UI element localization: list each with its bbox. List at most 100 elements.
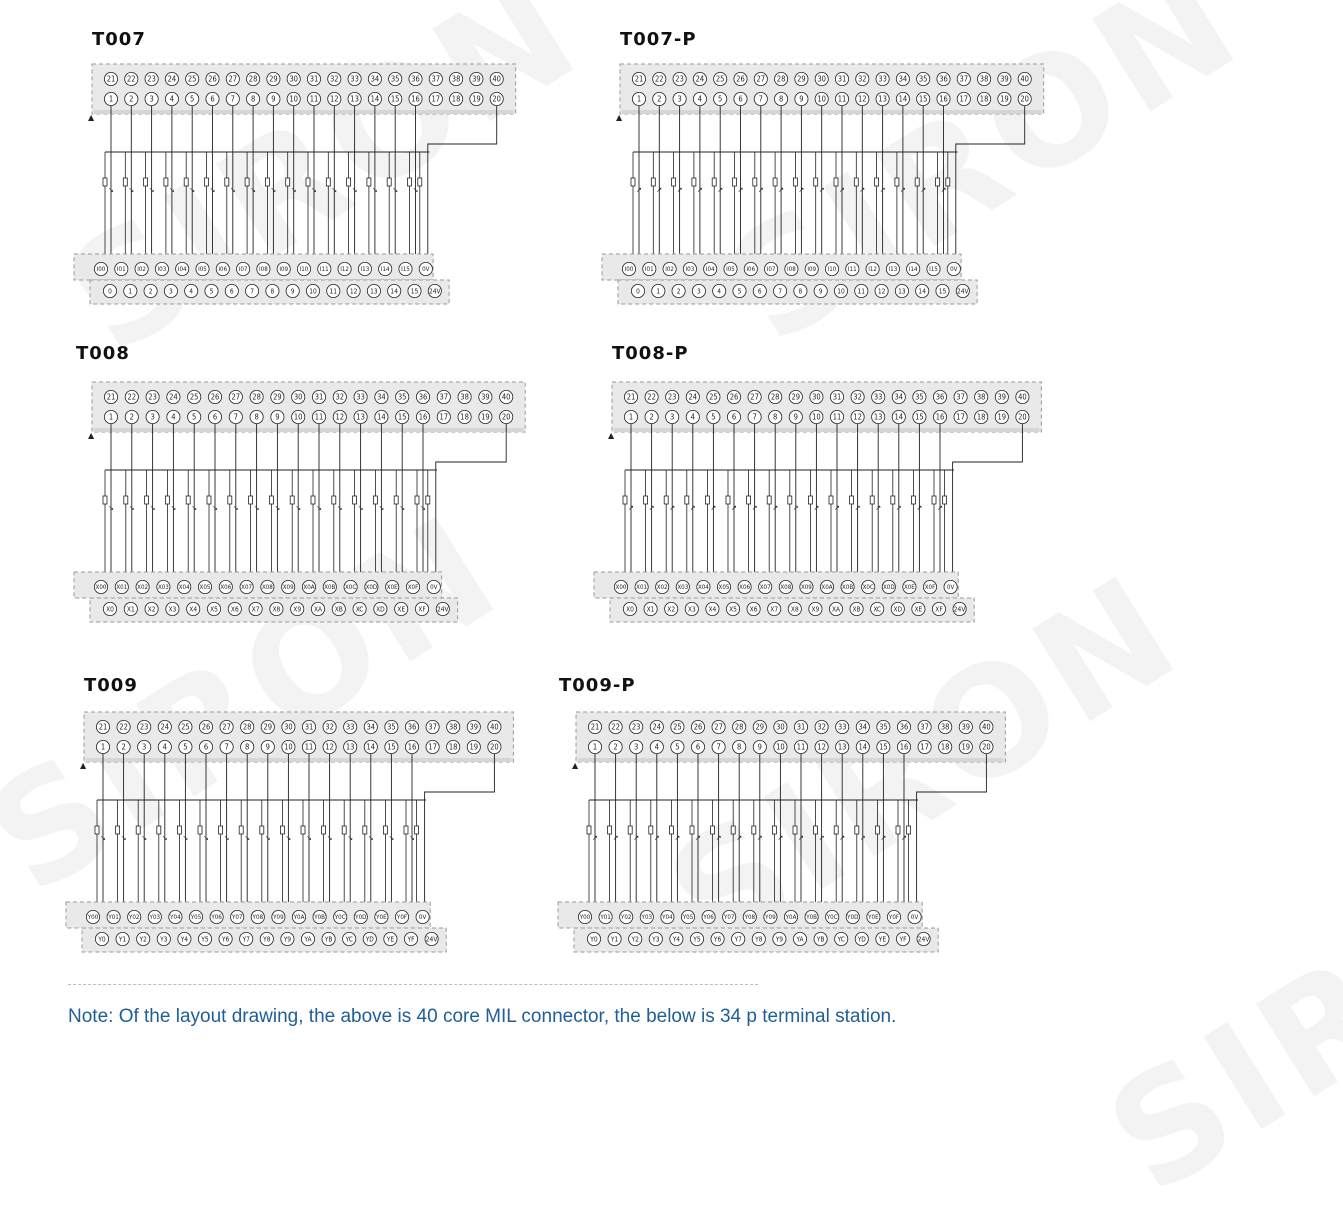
terminal-label-lower-circle xyxy=(366,283,381,298)
connector-pin-label: 6 xyxy=(696,743,700,752)
led-indicator: ↘ xyxy=(270,186,276,194)
terminal-label-lower-circle xyxy=(834,283,849,298)
connector-pin-label: 35 xyxy=(919,75,928,84)
led-indicator: ↘ xyxy=(233,504,239,512)
led-indicator: ↗ xyxy=(669,504,675,512)
connector-pin-label: 38 xyxy=(460,393,469,402)
terminal-label-upper: 0V xyxy=(419,914,427,921)
terminal-label-upper-circle xyxy=(364,580,379,595)
terminal-label-upper: I01 xyxy=(117,266,126,273)
terminal-label-upper: I04 xyxy=(706,266,715,273)
terminal-label-lower: 7 xyxy=(778,287,782,295)
led-indicator: ↗ xyxy=(752,504,758,512)
terminal-label-lower: YF xyxy=(898,935,907,943)
connector-pin-label: 29 xyxy=(797,75,806,84)
resistor xyxy=(122,177,128,187)
terminal-label-upper: Y05 xyxy=(190,914,202,921)
resistor xyxy=(669,825,674,835)
connector-pin-label: 40 xyxy=(982,723,991,732)
connector-pin-label: 37 xyxy=(428,723,437,732)
connector-pin-label: 3 xyxy=(150,413,154,422)
resistor xyxy=(746,495,751,505)
terminal-label-upper: X07 xyxy=(241,584,252,591)
resistor xyxy=(890,495,896,505)
resistor xyxy=(407,177,412,187)
terminal-label-upper: Y08 xyxy=(252,914,264,921)
connector-pin-label-circle xyxy=(270,409,285,424)
led-indicator: ↗ xyxy=(717,186,723,194)
terminal-label-upper: Y0D xyxy=(354,914,366,921)
connector-pin-label-circle xyxy=(733,92,748,107)
connector-pin-label-circle xyxy=(374,389,389,404)
terminal-label-upper: X0E xyxy=(904,584,915,591)
wiring-diagram-t009p: ▲211↗222↗233↗244↗255↗266↗277↗288↗299↗301… xyxy=(557,711,1006,953)
terminal-label-upper: X05 xyxy=(719,584,730,591)
terminal-label-lower-circle xyxy=(362,932,377,947)
resistor xyxy=(766,495,772,505)
connector-pin-label: 30 xyxy=(776,723,785,732)
connector-pin-label: 19 xyxy=(472,95,481,104)
connector-pin-label-circle xyxy=(691,740,706,755)
connector-pin-label-circle xyxy=(830,389,845,404)
terminal-label-upper-circle xyxy=(236,261,251,276)
terminal-label-lower: YA xyxy=(303,935,312,943)
connector-pin-label: 16 xyxy=(411,95,420,104)
terminal-label-lower-circle xyxy=(269,602,284,617)
connector-pin-label-circle xyxy=(291,389,306,404)
connector-pin-label-circle xyxy=(388,72,403,87)
connector-pin-label-circle xyxy=(311,409,326,424)
terminal-label-lower: YE xyxy=(386,935,395,943)
connector-pin-label: 32 xyxy=(336,393,345,402)
terminal-label-lower-circle xyxy=(651,283,666,298)
connector-pin-label-circle xyxy=(436,409,451,424)
terminal-label-lower-circle xyxy=(813,283,828,298)
led-indicator: ↘ xyxy=(295,504,301,512)
terminal-label-lower-circle xyxy=(684,602,699,617)
connector-pin-label: 30 xyxy=(812,393,821,402)
connector-pin-label: 27 xyxy=(714,723,723,732)
connector-pin-label-circle xyxy=(145,409,160,424)
led-indicator: ↘ xyxy=(128,186,134,194)
terminal-label-upper-circle xyxy=(175,261,190,276)
connector-pin-label: 21 xyxy=(627,393,636,402)
connector-pin-label: 8 xyxy=(773,413,777,422)
terminal-label-upper-circle xyxy=(322,580,337,595)
return-wire xyxy=(916,754,987,917)
connector-pin-label-circle xyxy=(670,740,685,755)
terminal-label-upper-circle xyxy=(209,910,224,925)
terminal-label-upper: X00 xyxy=(616,584,627,591)
led-indicator: ↗ xyxy=(633,834,639,842)
connector-pin-label: 37 xyxy=(440,393,449,402)
terminal-label-upper: 0V xyxy=(430,584,438,591)
terminal-label-lower-circle xyxy=(767,602,782,617)
terminal-label-upper: I15 xyxy=(929,266,938,273)
terminal-label-lower: Y1 xyxy=(610,935,619,943)
connector-pin-label-circle xyxy=(124,389,139,404)
terminal-label-upper: Y0C xyxy=(826,914,838,921)
connector-pin-label: 27 xyxy=(229,75,238,84)
connector-pin-label-circle xyxy=(367,92,382,107)
terminal-label-lower: X3 xyxy=(168,605,176,613)
terminal-label-upper-circle xyxy=(156,580,171,595)
connector-pin-label: 35 xyxy=(387,723,396,732)
terminal-label-lower-circle xyxy=(773,283,788,298)
terminal-label-upper-circle xyxy=(907,910,922,925)
connector-pin-label: 22 xyxy=(655,75,664,84)
terminal-label-upper-circle xyxy=(218,580,233,595)
terminal-label-upper-circle xyxy=(885,261,900,276)
resistor xyxy=(931,495,937,505)
resistor xyxy=(772,825,777,835)
terminal-label-upper: I09 xyxy=(807,266,816,273)
led-indicator: ↘ xyxy=(182,834,188,842)
terminal-label-lower: 11 xyxy=(858,287,866,295)
terminal-label-lower: XA xyxy=(832,605,841,613)
resistor xyxy=(197,825,203,835)
connector-pin-label-circle xyxy=(608,720,623,735)
connector-pin-label: 29 xyxy=(756,723,765,732)
terminal-label-lower-circle xyxy=(123,283,138,298)
connector-pin-label: 23 xyxy=(147,75,156,84)
terminal-label-lower: 0 xyxy=(108,287,112,295)
connector-pin-label: 5 xyxy=(183,743,187,752)
connector-pin-label-circle xyxy=(1015,409,1030,424)
led-indicator: ↘ xyxy=(368,834,374,842)
